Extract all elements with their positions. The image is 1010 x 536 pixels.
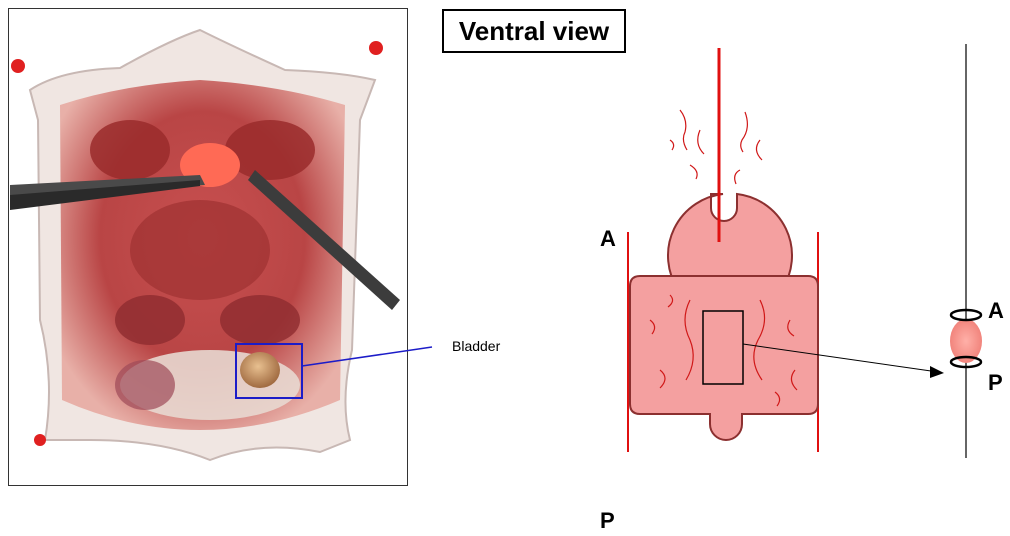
label-posterior-bottom: P xyxy=(600,508,615,534)
label-anterior-right: A xyxy=(988,298,1004,324)
label-posterior-right: P xyxy=(988,370,1003,396)
label-anterior-left: A xyxy=(600,226,616,252)
view-title: Ventral view xyxy=(442,9,626,53)
pin-icon xyxy=(369,41,383,55)
pin-icon xyxy=(11,59,25,73)
arrow-head-icon xyxy=(930,366,944,378)
bladder-photo xyxy=(240,352,280,388)
mouse-pelt xyxy=(10,30,400,460)
pin-icon xyxy=(34,434,46,446)
mounted-sample-diagram xyxy=(950,44,982,458)
bladder-label: Bladder xyxy=(452,338,500,354)
